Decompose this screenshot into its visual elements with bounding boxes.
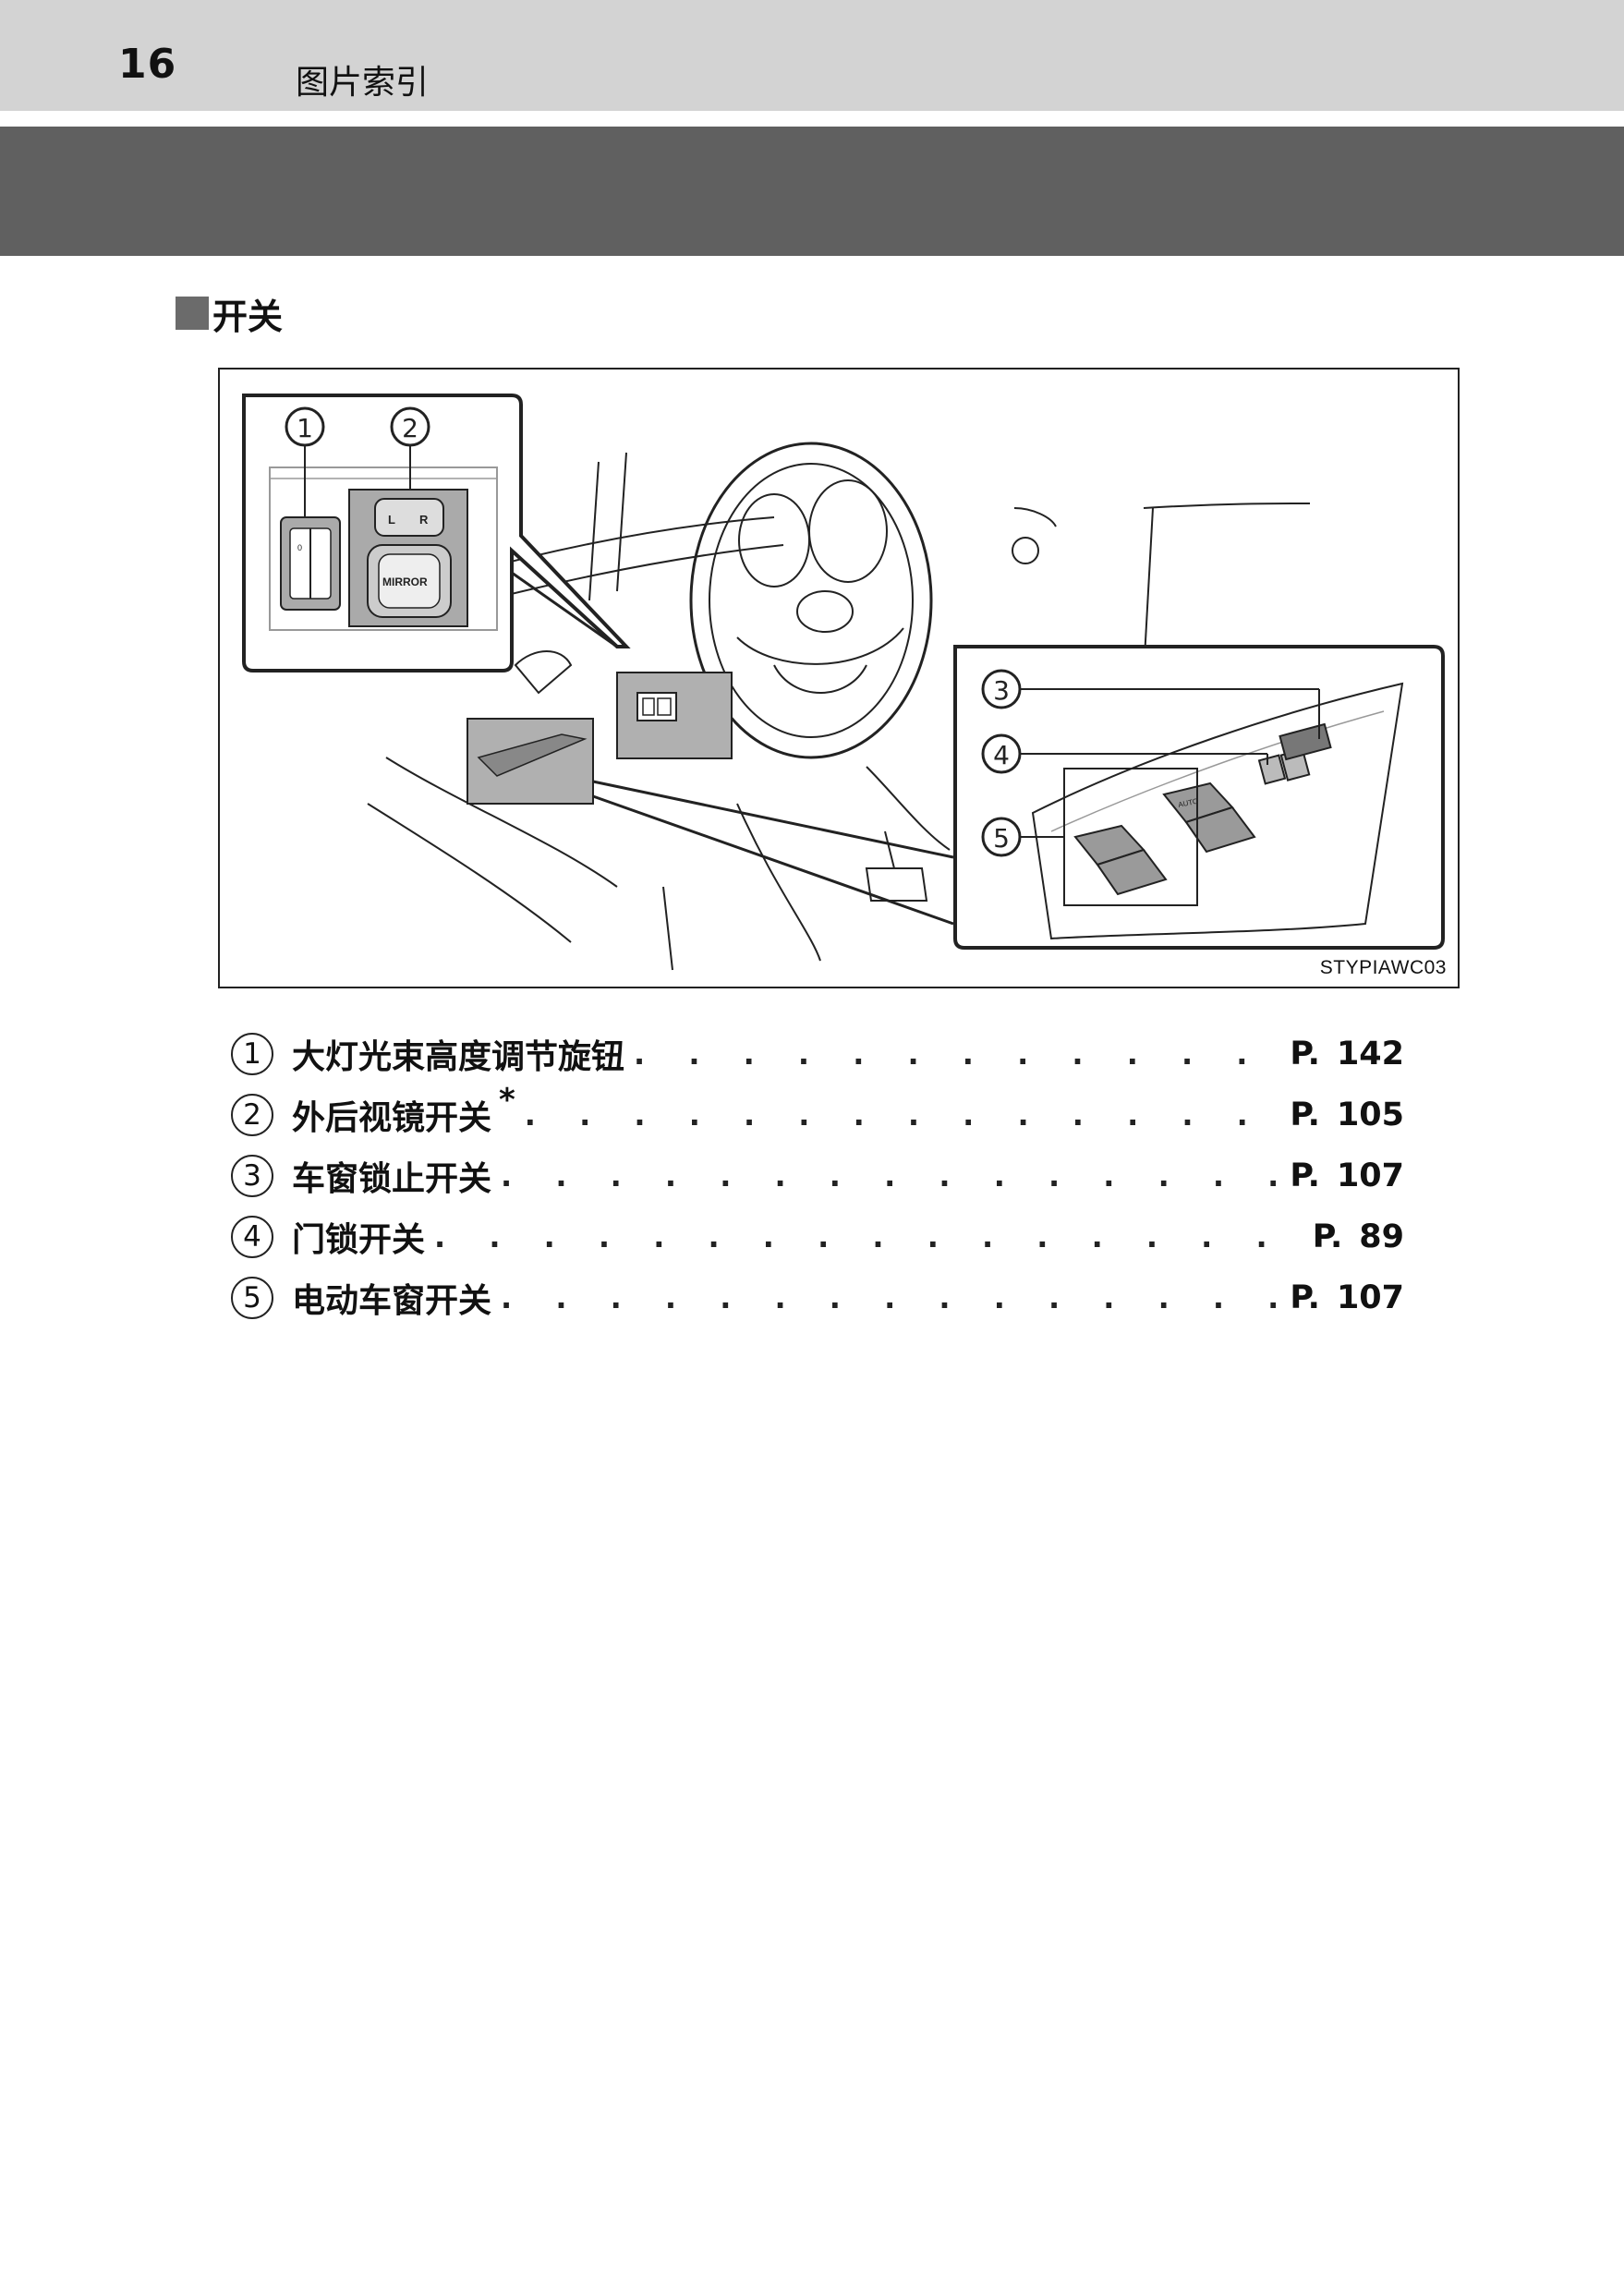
list-item: 5 电动车窗开关 . . . . . . . . . . . . . . . .… bbox=[231, 1267, 1404, 1328]
page-reference[interactable]: P.107 bbox=[1290, 1157, 1404, 1194]
list-item: 3 车窗锁止开关 . . . . . . . . . . . . . . . .… bbox=[231, 1145, 1404, 1206]
page-reference[interactable]: P.142 bbox=[1290, 1036, 1404, 1072]
dashboard-illustration: 0 L R MIRROR 1 2 bbox=[242, 394, 1445, 971]
dot-leader: . . . . . . . . . . . . . . . . . . . . … bbox=[501, 1158, 1280, 1193]
svg-text:5: 5 bbox=[993, 823, 1010, 854]
item-number: 1 bbox=[231, 1033, 273, 1075]
item-number: 2 bbox=[231, 1094, 273, 1136]
list-item: 1 大灯光束高度调节旋钮 . . . . . . . . . . . . . .… bbox=[231, 1024, 1404, 1084]
item-label: 外后视镜开关* bbox=[292, 1082, 515, 1137]
mirror-text: MIRROR bbox=[382, 576, 428, 588]
page-number: 16 bbox=[118, 41, 177, 88]
section-title: 开关 bbox=[212, 296, 284, 337]
svg-text:4: 4 bbox=[993, 740, 1010, 770]
section-banner bbox=[0, 127, 1624, 256]
window-lock-switch bbox=[1279, 722, 1332, 761]
auto-label: AUTO bbox=[1178, 797, 1199, 809]
item-number: 3 bbox=[231, 1155, 273, 1197]
list-item: 2 外后视镜开关* . . . . . . . . . . . . . . . … bbox=[231, 1082, 1404, 1145]
item-label: 门锁开关 bbox=[292, 1221, 426, 1259]
dot-leader: . . . . . . . . . . . . . . . . . . . . … bbox=[524, 1097, 1281, 1133]
svg-text:3: 3 bbox=[993, 675, 1010, 706]
chapter-title: 图片索引 bbox=[296, 64, 430, 102]
switch-location-figure: 0 L R MIRROR 1 2 bbox=[218, 368, 1460, 988]
section-heading: 开关 bbox=[176, 292, 283, 337]
page-reference[interactable]: P.89 bbox=[1312, 1218, 1404, 1255]
mirror-left-label: L bbox=[388, 513, 395, 527]
svg-text:0: 0 bbox=[297, 543, 302, 552]
item-number: 4 bbox=[231, 1216, 273, 1258]
switch-index-list: 1 大灯光束高度调节旋钮 . . . . . . . . . . . . . .… bbox=[231, 1024, 1404, 1328]
inset-left: 0 L R MIRROR 1 2 bbox=[242, 394, 631, 672]
inset-right: AUTO 3 4 5 bbox=[592, 645, 1445, 950]
figure-code: STYPIAWC03 bbox=[1319, 957, 1447, 978]
svg-text:1: 1 bbox=[297, 413, 313, 443]
svg-text:2: 2 bbox=[402, 413, 418, 443]
mirror-right-label: R bbox=[419, 513, 429, 527]
page-reference[interactable]: P.105 bbox=[1290, 1097, 1404, 1133]
section-square-icon bbox=[176, 297, 209, 330]
dot-leader: . . . . . . . . . . . . . . . . . . . . … bbox=[501, 1280, 1280, 1315]
page-reference[interactable]: P.107 bbox=[1290, 1279, 1404, 1316]
item-label: 电动车窗开关 bbox=[292, 1282, 492, 1320]
dot-leader: . . . . . . . . . . . . . . . . . . . . … bbox=[434, 1219, 1303, 1254]
list-item: 4 门锁开关 . . . . . . . . . . . . . . . . .… bbox=[231, 1206, 1404, 1267]
footnote-mark: * bbox=[499, 1082, 515, 1119]
power-window-switches: AUTO bbox=[1073, 782, 1256, 896]
item-label: 大灯光束高度调节旋钮 bbox=[292, 1038, 625, 1076]
item-number: 5 bbox=[231, 1277, 273, 1319]
header-bar bbox=[0, 0, 1624, 111]
dot-leader: . . . . . . . . . . . . . . . . . . . . … bbox=[634, 1036, 1280, 1072]
item-label: 车窗锁止开关 bbox=[292, 1160, 492, 1198]
